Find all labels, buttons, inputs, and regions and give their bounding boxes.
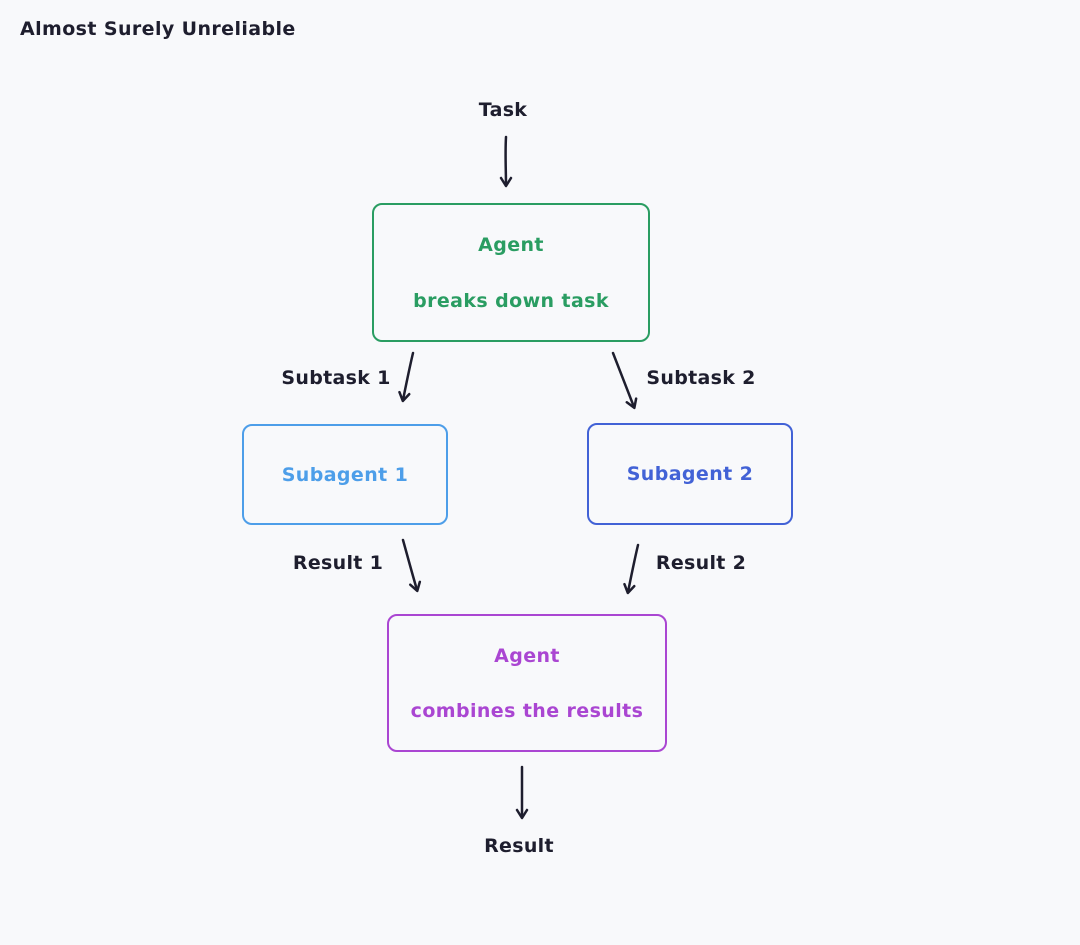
subagent1-node: Subagent 1 <box>242 424 448 525</box>
diagram-title: Almost Surely Unreliable <box>20 18 296 40</box>
subagent2-label: Subagent 2 <box>626 463 754 485</box>
subtask2-label: Subtask 2 <box>646 367 756 389</box>
subagent2-node: Subagent 2 <box>587 423 793 525</box>
arrow-subagent2-to-combine <box>623 543 640 595</box>
result-label: Result <box>484 835 554 857</box>
result2-label: Result 2 <box>655 552 747 574</box>
agent-combine-line1: Agent <box>494 644 560 667</box>
arrow-agent-to-subagent1 <box>398 351 415 403</box>
result1-label: Result 1 <box>292 552 384 574</box>
task-label: Task <box>478 99 528 121</box>
subtask1-label: Subtask 1 <box>281 367 391 389</box>
arrow-subagent1-to-combine <box>401 538 422 593</box>
agent-combine-node: Agent combines the results <box>387 614 667 752</box>
agent-breakdown-node: Agent breaks down task <box>372 203 650 342</box>
agent-breakdown-line1: Agent <box>478 233 544 256</box>
subagent1-label: Subagent 1 <box>281 463 409 486</box>
arrow-agent-to-subagent2 <box>611 351 638 410</box>
agent-combine-line2: combines the results <box>410 699 644 722</box>
agent-breakdown-line2: breaks down task <box>413 289 609 312</box>
